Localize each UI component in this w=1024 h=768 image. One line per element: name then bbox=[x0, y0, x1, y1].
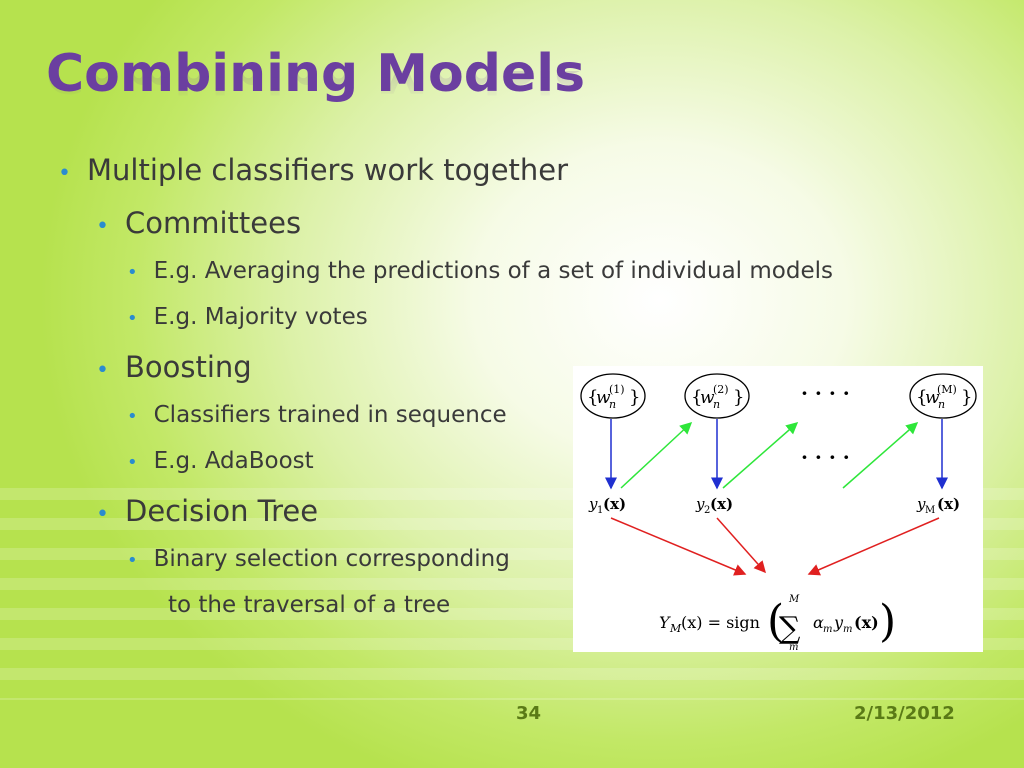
svg-text:(1): (1) bbox=[609, 383, 625, 396]
output-yM: y M (x) bbox=[916, 495, 960, 516]
svg-text:m: m bbox=[823, 624, 832, 635]
bullet-icon: • bbox=[96, 502, 109, 527]
svg-text:y: y bbox=[833, 613, 844, 632]
bullet-text: Boosting bbox=[124, 350, 252, 384]
arrow-green-1 bbox=[620, 421, 693, 489]
weight-node-2: { w n (2) } bbox=[684, 373, 750, 419]
svg-text:w: w bbox=[925, 388, 940, 408]
arrow-red-2 bbox=[716, 517, 766, 574]
svg-text:(x) = sign: (x) = sign bbox=[681, 613, 760, 632]
bullet-text: Multiple classifiers work together bbox=[86, 153, 569, 187]
bullet-text: E.g. Majority votes bbox=[153, 304, 368, 330]
output-y1: y 1 (x) bbox=[588, 495, 626, 516]
svg-text:(x): (x) bbox=[603, 495, 626, 513]
svg-text:{: { bbox=[587, 387, 598, 408]
svg-text:w: w bbox=[700, 388, 715, 408]
svg-text:(x): (x) bbox=[937, 495, 960, 513]
svg-text:Y: Y bbox=[659, 613, 671, 632]
bullet-text: Committees bbox=[124, 206, 302, 240]
svg-text:m: m bbox=[789, 642, 798, 652]
svg-text:): ) bbox=[879, 596, 896, 647]
bullet-text: Classifiers trained in sequence bbox=[153, 402, 507, 428]
svg-text:}: } bbox=[733, 387, 744, 408]
ellipsis-middle: · · · · bbox=[801, 445, 850, 469]
bullet-icon: • bbox=[127, 550, 138, 571]
svg-text:y: y bbox=[695, 495, 705, 513]
svg-text:{: { bbox=[691, 387, 702, 408]
bullet-icon: • bbox=[96, 214, 109, 239]
combined-output-formula: Y M (x) = sign ( M ∑ m α m y m (x) ) bbox=[659, 594, 896, 653]
arrow-green-3 bbox=[842, 422, 919, 489]
svg-text:y: y bbox=[916, 495, 926, 513]
bullet-adaboost: • E.g. AdaBoost bbox=[127, 448, 314, 474]
arrow-red-M bbox=[807, 517, 940, 576]
svg-text:M: M bbox=[669, 622, 682, 635]
bullet-binary-selection-continuation: to the traversal of a tree bbox=[168, 592, 451, 618]
svg-text:{: { bbox=[916, 387, 927, 408]
svg-text:α: α bbox=[813, 613, 824, 632]
svg-text:}: } bbox=[629, 387, 640, 408]
bullet-boosting: • Boosting bbox=[96, 350, 252, 384]
svg-text:M: M bbox=[788, 594, 800, 605]
output-y2: y 2 (x) bbox=[695, 495, 733, 516]
bullet-binary-selection: • Binary selection corresponding bbox=[127, 546, 510, 572]
bullet-text: Binary selection corresponding bbox=[153, 546, 510, 572]
svg-text:n: n bbox=[938, 398, 945, 411]
slide-date: 2/13/2012 bbox=[854, 703, 955, 724]
bullet-multiple-classifiers: • Multiple classifiers work together bbox=[58, 153, 568, 187]
slide-title: Combining Models bbox=[46, 44, 586, 104]
bullet-decision-tree: • Decision Tree bbox=[96, 494, 318, 528]
svg-text:∑: ∑ bbox=[779, 611, 801, 646]
bullet-icon: • bbox=[127, 262, 138, 283]
slide-title-reflection: Combining Models bbox=[46, 71, 586, 103]
svg-text:m: m bbox=[843, 624, 852, 635]
bullet-majority-votes: • E.g. Majority votes bbox=[127, 304, 368, 330]
weight-node-M: { w n (M) } bbox=[909, 373, 977, 419]
boosting-diagram: { w n (1) } { w n (2) } { w n (M) } · · … bbox=[573, 366, 983, 653]
arrow-green-2 bbox=[722, 422, 799, 489]
bullet-trained-in-sequence: • Classifiers trained in sequence bbox=[127, 402, 507, 428]
svg-text:2: 2 bbox=[704, 505, 710, 516]
bullet-icon: • bbox=[127, 406, 138, 427]
svg-text:w: w bbox=[596, 388, 611, 408]
svg-text:(x): (x) bbox=[854, 613, 879, 632]
bullet-icon: • bbox=[96, 358, 109, 383]
svg-text:(x): (x) bbox=[710, 495, 733, 513]
bullet-text: E.g. Averaging the predictions of a set … bbox=[153, 258, 833, 284]
ellipsis-top: · · · · bbox=[801, 381, 850, 405]
weight-node-1: { w n (1) } bbox=[580, 373, 646, 419]
svg-text:(: ( bbox=[767, 596, 784, 647]
svg-text:M: M bbox=[925, 505, 935, 516]
boosting-diagram-svg: { w n (1) } { w n (2) } { w n (M) } · · … bbox=[580, 373, 977, 653]
bullet-icon: • bbox=[127, 308, 138, 329]
slide-number: 34 bbox=[516, 703, 542, 724]
bullet-icon: • bbox=[58, 161, 71, 186]
svg-text:}: } bbox=[961, 387, 972, 408]
arrow-red-1 bbox=[610, 517, 747, 576]
bullet-committees: • Committees bbox=[96, 206, 301, 240]
bullet-averaging: • E.g. Averaging the predictions of a se… bbox=[127, 258, 833, 284]
svg-text:n: n bbox=[609, 398, 616, 411]
svg-text:(M): (M) bbox=[937, 383, 957, 396]
bullet-text: Decision Tree bbox=[124, 494, 319, 528]
svg-text:(2): (2) bbox=[713, 383, 729, 396]
svg-text:1: 1 bbox=[597, 505, 603, 516]
bullet-icon: • bbox=[127, 452, 138, 473]
svg-text:n: n bbox=[713, 398, 720, 411]
bullet-text: E.g. AdaBoost bbox=[153, 448, 314, 474]
svg-text:y: y bbox=[588, 495, 598, 513]
